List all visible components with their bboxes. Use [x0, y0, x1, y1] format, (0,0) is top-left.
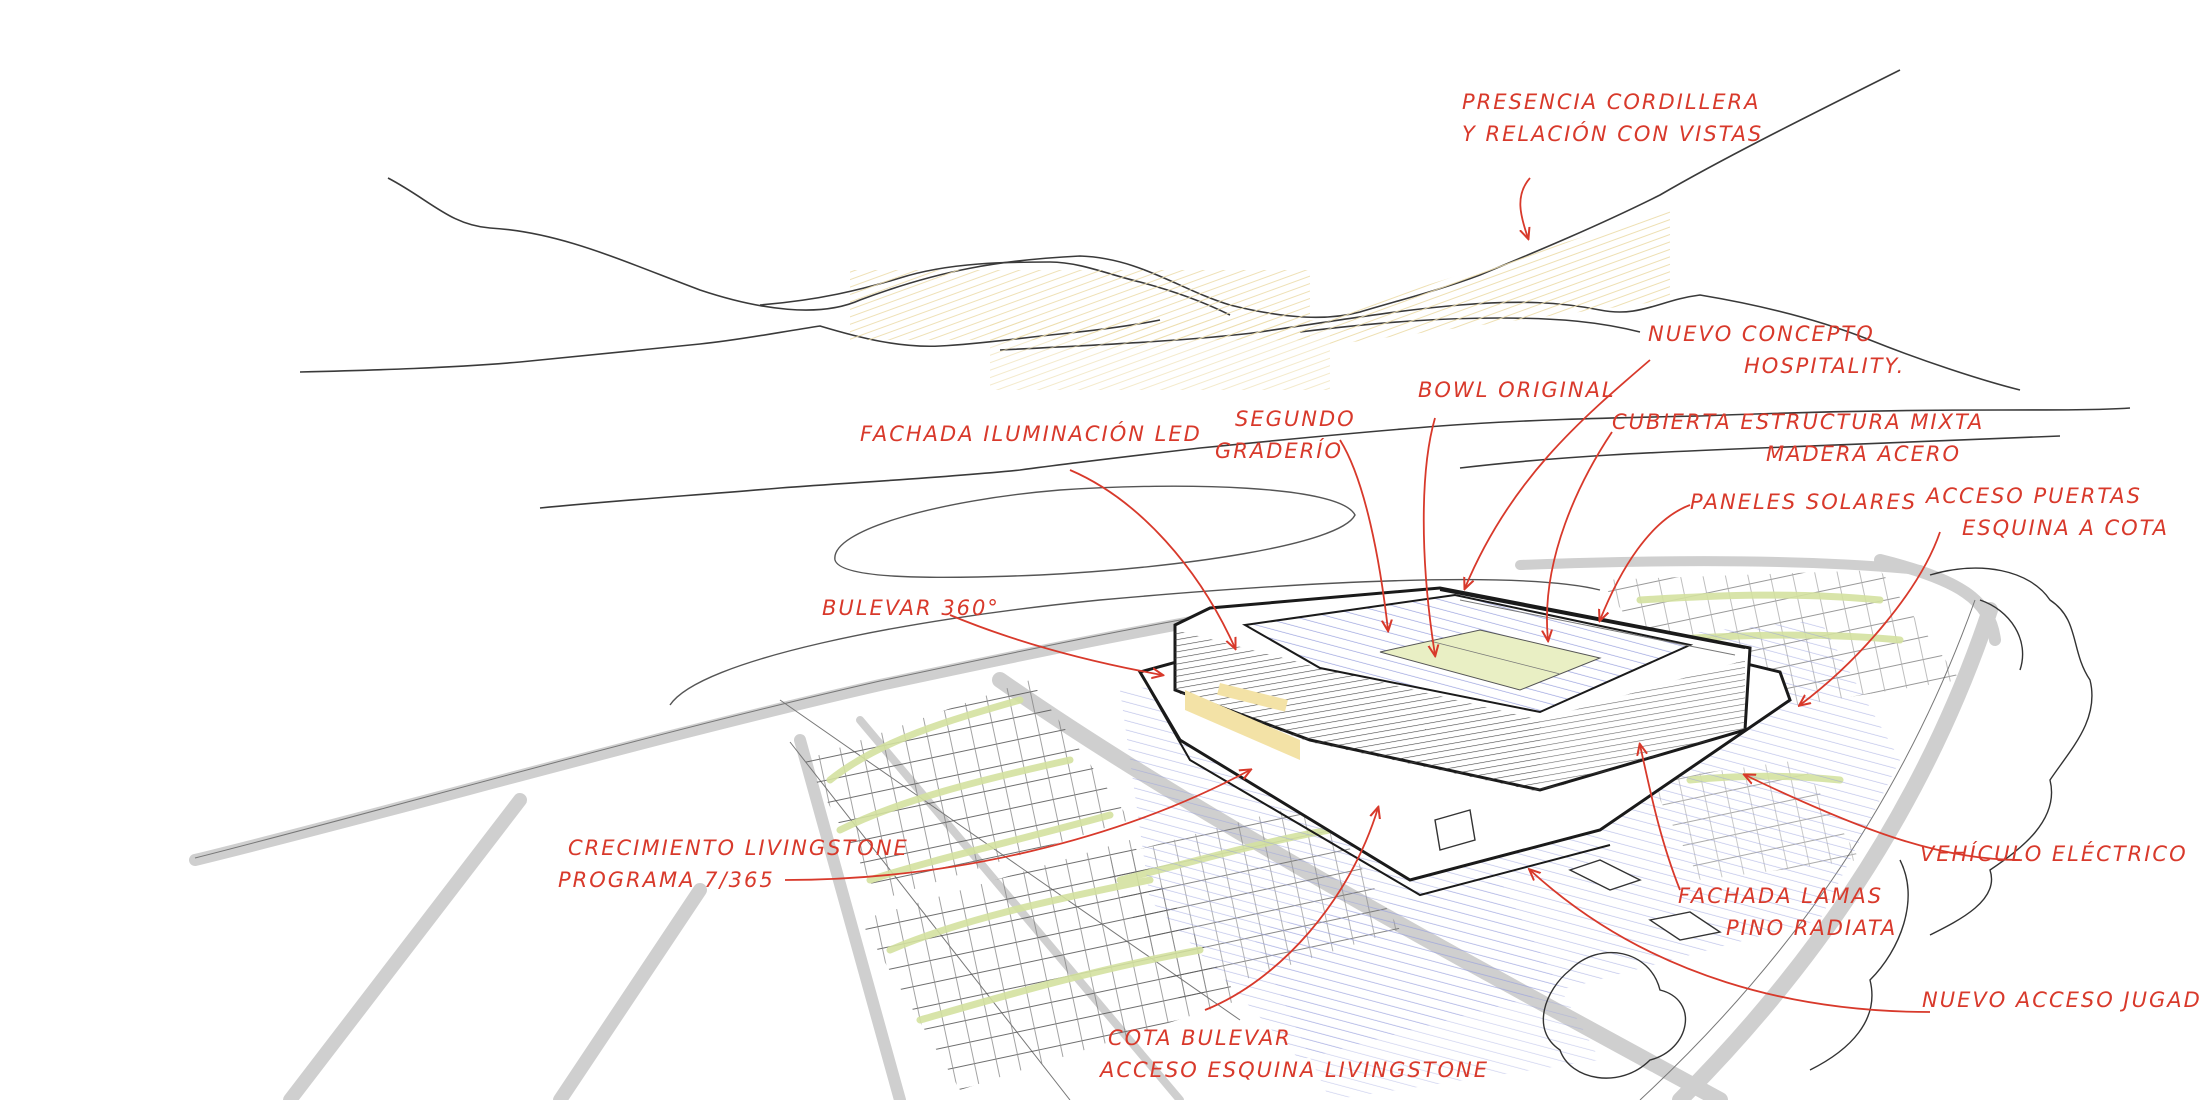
- annotation-segundo-graderio: Segundograderío: [1215, 407, 1356, 463]
- annotation-crecimiento: Crecimiento Livingstoneprograma 7/365: [558, 836, 909, 892]
- annotation-acceso-puertas: Acceso puertasesquina a cota: [1926, 484, 2169, 540]
- annotation-fachada-lamas: Fachada lamaspino radiata: [1678, 884, 1898, 940]
- oval-track: [669, 485, 1601, 706]
- annotation-paneles-solares: Paneles solares: [1690, 490, 1918, 514]
- mountain-hatch-3: [1330, 210, 1670, 345]
- annotation-cordillera: Presencia cordilleray relación con vista…: [1462, 90, 1764, 146]
- tree-outline: [1542, 567, 2093, 1079]
- annotation-vehiculo: Vehículo eléctrico: [1920, 842, 2188, 866]
- mountain-hatch-2: [990, 320, 1330, 390]
- stadium-building: [1137, 586, 1792, 897]
- annotation-bulevar: Bulevar 360°: [822, 596, 1000, 620]
- annotation-cubierta: Cubierta estructura mixtamadera acero: [1612, 410, 1985, 466]
- annotation-cota-bulevar: Cota bulevaracceso esquina Livingstone: [1100, 1026, 1490, 1082]
- annotation-fachada-led: Fachada iluminación LED: [860, 422, 1202, 446]
- annotation-bowl: Bowl original: [1418, 378, 1616, 402]
- arrow-icon: [784, 177, 2021, 1013]
- site-hatch-2: [1250, 880, 1600, 1100]
- annotation-hospitality: Nuevo conceptohospitality.: [1648, 322, 1906, 378]
- annotation-acceso-jugadores: Nuevo acceso jugadores: [1922, 988, 2200, 1012]
- small-building: [1434, 809, 1722, 941]
